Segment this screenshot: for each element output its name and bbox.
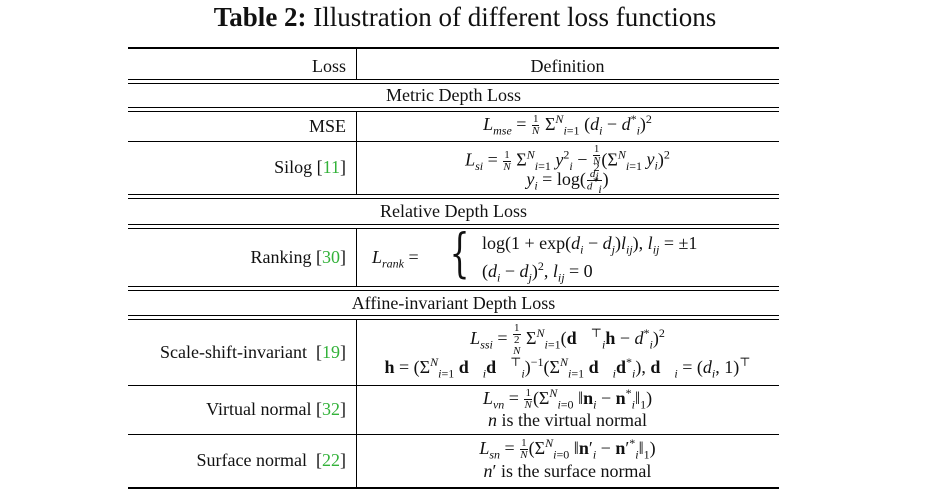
header-rule-1 <box>128 79 779 80</box>
row-rule-ranking-1 <box>128 286 779 287</box>
section-rule-4 <box>128 228 779 229</box>
loss-name-ranking: Ranking [30] <box>250 247 347 267</box>
row-rule-silog-2 <box>128 198 779 199</box>
section-affine-invariant: Affine-invariant Depth Loss <box>351 293 556 313</box>
row-rule-ssi <box>128 385 779 386</box>
section-rule-1 <box>128 107 779 108</box>
loss-name-silog: Silog [11] <box>274 157 346 177</box>
brace-symbol: { <box>449 224 470 284</box>
col-separator <box>356 229 357 286</box>
caption-text: Illustration of different loss functions <box>313 2 717 32</box>
loss-name-surface-normal: Surface normal [22] <box>196 450 346 470</box>
citation-link[interactable]: 22 <box>322 450 340 470</box>
citation-link[interactable]: 11 <box>322 157 340 177</box>
section-metric-depth: Metric Depth Loss <box>386 85 521 105</box>
section-rule-3 <box>128 224 779 225</box>
bottom-rule <box>128 487 779 489</box>
section-rule-5 <box>128 315 779 316</box>
header-loss: Loss <box>311 56 346 76</box>
row-rule-mse <box>128 141 779 142</box>
top-rule <box>128 47 779 49</box>
row-rule-silog-1 <box>128 194 779 195</box>
row-rule-ranking-2 <box>128 290 779 291</box>
col-separator <box>356 112 357 194</box>
section-relative-depth: Relative Depth Loss <box>380 201 527 221</box>
citation-link[interactable]: 32 <box>322 399 340 419</box>
formula-rank-lhs: Lrank = <box>372 247 419 271</box>
citation-link[interactable]: 19 <box>322 342 340 362</box>
formula-ssi-h: h = (ΣNi=1 d⃗id⃗⊤i)−1(ΣNi=1 d⃗id*i), d⃗i… <box>384 355 751 381</box>
header-definition: Definition <box>530 56 605 76</box>
table-caption: Table 2: Illustration of different loss … <box>0 2 930 32</box>
col-separator <box>356 320 357 487</box>
col-separator <box>356 49 357 79</box>
loss-name-virtual-normal: Virtual normal [32] <box>206 399 346 419</box>
formula-rank-case-2: (di − dj)2, lij = 0 <box>482 259 593 285</box>
caption-label: Table 2: <box>213 2 307 32</box>
header-rule-2 <box>128 83 779 84</box>
row-rule-vn <box>128 434 779 435</box>
citation-link[interactable]: 30 <box>322 247 340 267</box>
loss-name-mse: MSE <box>308 116 346 136</box>
formula-sn-note: n′ is the surface normal <box>483 461 652 481</box>
section-rule-6 <box>128 319 779 320</box>
formula-vn-note: n is the virtual normal <box>488 410 647 430</box>
section-rule-2 <box>128 111 779 112</box>
formula-rank-case-1: log(1 + exp(di − dj)lij), lij = ±1 <box>482 233 698 257</box>
loss-name-ssi: Scale-shift-invariant [19] <box>160 342 346 362</box>
